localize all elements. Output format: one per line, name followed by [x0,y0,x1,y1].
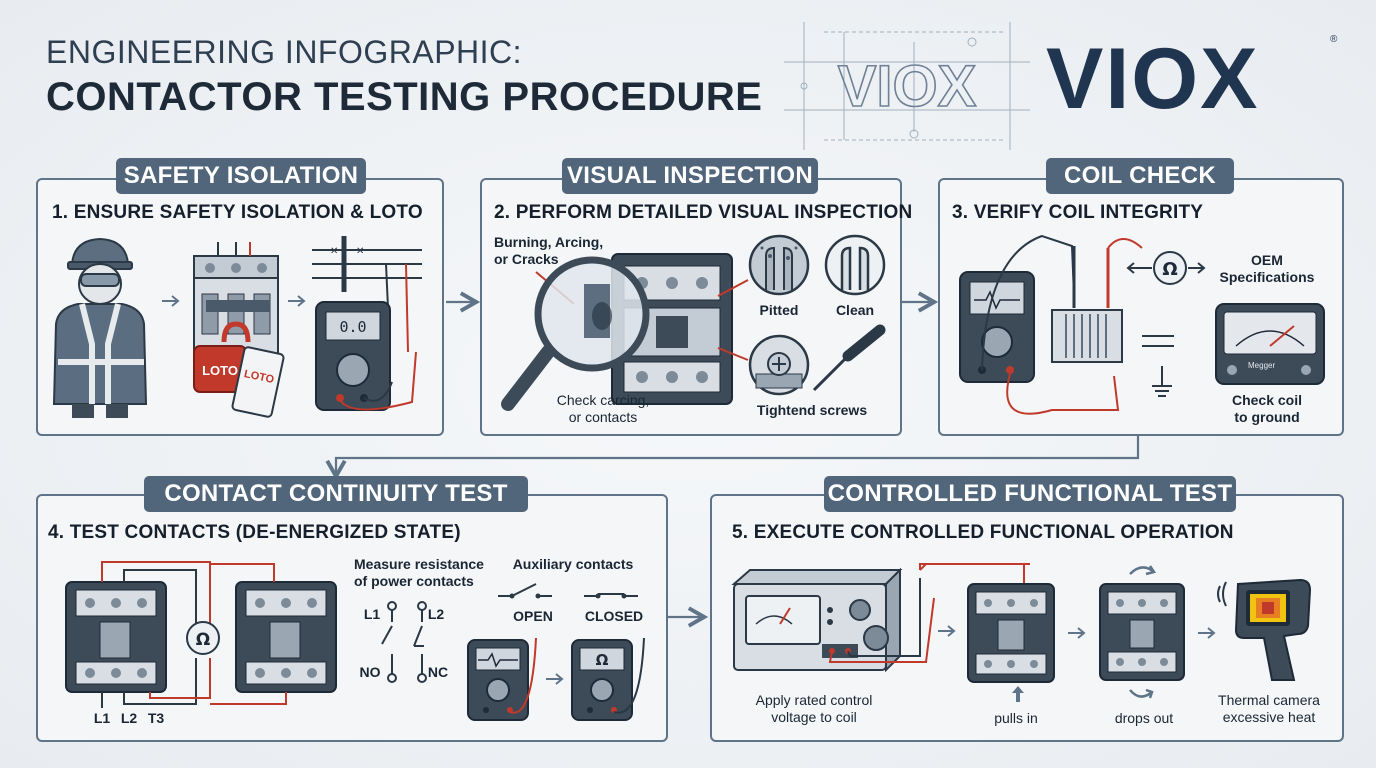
check-ground-label: Check coil to ground [1231,392,1303,425]
step-1-heading: 1. ENSURE SAFETY ISOLATION & LOTO [52,202,423,223]
arrow-icon [1068,627,1086,639]
step-1-tag: SAFETY ISOLATION [116,158,366,194]
step-3-tag: COIL CHECK [1046,158,1234,194]
title-line-1: ENGINEERING INFOGRAPHIC: [46,34,523,70]
pitted-label: Pitted [759,302,799,318]
step-5-heading: 5. EXECUTE CONTROLLED FUNCTIONAL OPERATI… [732,522,1234,543]
step-4-heading: 4. TEST CONTACTS (DE-ENERGIZED STATE) [48,522,461,543]
screw-terminal-icon [748,334,810,396]
pitted-contact-icon [748,234,810,296]
svg-text:✕: ✕ [356,246,364,257]
burning-label: Burning, Arcing, or Cracks [494,234,604,267]
step-2-heading: 2. PERFORM DETAILED VISUAL INSPECTION [494,202,913,223]
logo-ghost-text: VIOX [838,54,977,119]
screws-label: Tightend screws [756,402,868,418]
power-supply-icon [731,563,1030,673]
contactor-a [65,581,167,693]
drops-out-label: drops out [1114,710,1174,726]
arrow-icon [162,295,180,307]
magnifier-contactor-icon [501,253,749,411]
multimeter-ohm-icon: Ω [571,637,645,721]
contact-no-label: NO [359,664,381,680]
circuit-breaker-icon: LOTO LOTO [193,242,285,418]
pulls-in-label: pulls in [994,710,1038,726]
meter-reading: 0.0 [339,318,366,336]
loto-lock-label-1: LOTO [202,363,238,378]
worker-icon [52,237,148,418]
registered-mark: ® [1330,34,1338,45]
screwdriver-icon [812,324,886,392]
contact-nc-label: NC [427,664,449,680]
terminal-label-l1: L1 [93,710,111,726]
terminal-label-l2: L2 [120,710,138,726]
coil-test-meter-icon: Ω [959,234,1206,415]
contactor-continuity-icon: Ω [65,561,337,708]
title-line-2: CONTACTOR TESTING PROCEDURE [46,75,763,119]
oem-specs-label: OEM Specifications [1219,252,1315,285]
release-arrow-icon [1129,688,1154,699]
thermal-camera-icon [1217,578,1312,681]
arrow-icon [288,295,306,307]
voltage-tester-icon: ✕ ✕ 0.0 [312,236,422,411]
megger-label: Megger [1248,361,1275,370]
step-4-tag: CONTACT CONTINUITY TEST [144,476,528,512]
step-2-tag: VISUAL INSPECTION [562,158,818,194]
step-3-heading: 3. VERIFY COIL INTEGRITY [952,202,1204,223]
arrow-icon [938,625,956,637]
svg-text:✕: ✕ [330,246,338,257]
logo-blueprint-sketch: VIOX [784,22,1030,150]
measure-label: Measure resistance of power contacts [354,556,484,589]
meter-ohm-symbol: Ω [596,651,609,669]
thermal-label: Thermal camera excessive heat [1218,692,1320,725]
arrow-icon [1198,627,1216,639]
check-carcing-label: Check carcing, or contacts [556,392,650,425]
up-arrow-icon [1012,686,1024,702]
ohm-symbol: Ω [1162,259,1177,280]
terminal-label-t3: T3 [147,710,165,726]
power-lead-wire [919,563,1025,586]
clean-label: Clean [835,302,875,318]
contactor-energized-icon [967,583,1055,683]
arrow-icon [546,673,564,685]
apply-voltage-label: Apply rated control voltage to coil [755,692,873,725]
contact-symbols-icon [381,601,427,683]
contactor-b [235,581,337,693]
open-label: OPEN [513,608,553,624]
brand-logo: VIOX [1046,31,1260,127]
aux-contact-symbols-icon [498,583,638,599]
ohm-symbol: Ω [196,630,210,650]
aux-contacts-label: Auxiliary contacts [512,556,634,572]
contact-l1-label: L1 [363,606,381,622]
closed-label: CLOSED [584,608,644,624]
contactor-release-icon [1099,565,1185,681]
step-5-tag: CONTROLLED FUNCTIONAL TEST [824,476,1236,512]
clean-contact-icon [824,234,886,296]
multimeter-continuity-icon [467,637,537,721]
megger-icon: Megger [1215,303,1325,385]
contact-l2-label: L2 [427,606,445,622]
